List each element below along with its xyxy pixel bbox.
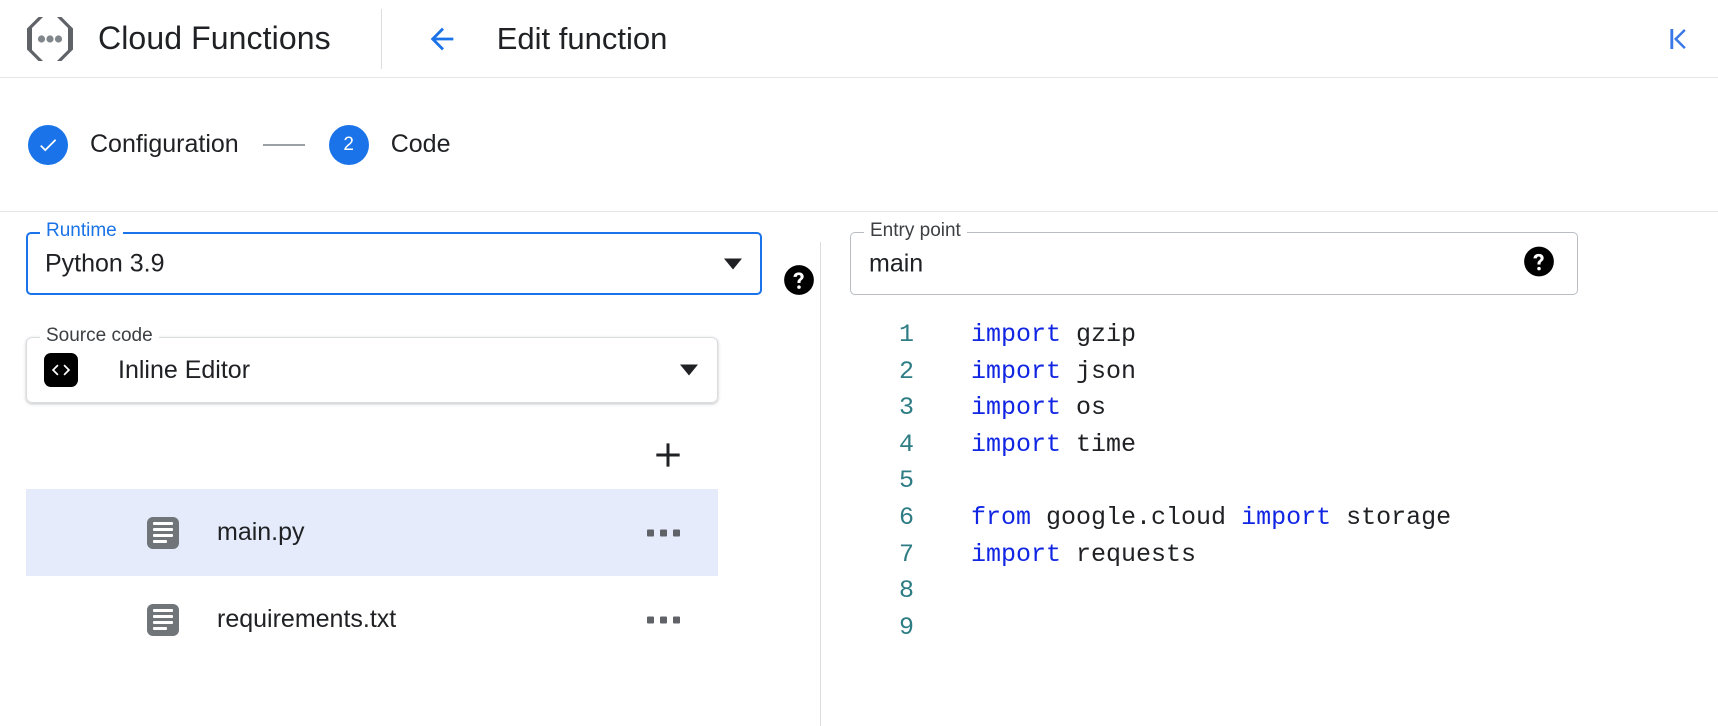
appbar-divider <box>380 8 382 69</box>
line-content: import json <box>914 354 1136 391</box>
code-keyword: import <box>971 356 1062 386</box>
page-title: Edit function <box>496 20 668 56</box>
code-text: json <box>1061 356 1137 386</box>
runtime-select[interactable]: Runtime Python 3.9 <box>26 221 762 295</box>
content-area: Runtime Python 3.9 Source code Inline Ed… <box>0 212 1718 726</box>
chevron-down-icon[interactable] <box>724 258 742 269</box>
code-text: gzip <box>1061 320 1137 349</box>
line-number: 8 <box>898 576 914 606</box>
cloud-functions-logo <box>27 16 73 61</box>
file-row-requirements-txt[interactable]: requirements.txt <box>26 576 718 663</box>
code-keyword: import <box>971 429 1062 459</box>
code-brackets-icon <box>44 353 78 387</box>
code-line: 8 <box>848 573 1718 610</box>
entry-point-value: main <box>869 249 924 277</box>
step-code-label: Code <box>390 130 451 158</box>
file-icon <box>147 603 179 636</box>
line-content: import requests <box>914 537 1196 574</box>
step-configuration-marker <box>28 124 68 165</box>
entry-point-label: Entry point <box>864 221 967 241</box>
more-options-icon[interactable] <box>647 616 680 623</box>
code-line: 9 <box>848 610 1718 647</box>
code-keyword: import <box>971 393 1062 423</box>
code-text: requests <box>1061 539 1197 569</box>
check-icon <box>40 138 57 151</box>
entry-point-help-button[interactable] <box>1522 244 1556 283</box>
page-header: Edit function <box>382 20 668 57</box>
entry-point-outline <box>850 232 1578 295</box>
line-content: import os <box>914 390 1106 427</box>
source-code-inner: Inline Editor <box>26 337 718 403</box>
collapse-panel-button[interactable] <box>1664 23 1696 55</box>
pane-divider <box>820 242 821 726</box>
help-icon <box>1524 246 1554 276</box>
line-content <box>914 463 971 500</box>
source-code-select[interactable]: Source code Inline Editor <box>26 326 718 403</box>
arrow-left-icon[interactable] <box>425 22 459 56</box>
runtime-help-button[interactable] <box>782 263 816 302</box>
runtime-label: Runtime <box>40 221 123 241</box>
file-name: requirements.txt <box>217 605 397 633</box>
help-icon <box>784 265 814 295</box>
file-row-main-py[interactable]: main.py <box>26 489 718 576</box>
line-number: 2 <box>898 356 914 386</box>
runtime-value: Python 3.9 <box>45 249 165 277</box>
code-text: os <box>1061 393 1107 423</box>
app-bar: Cloud Functions Edit function <box>0 0 1718 78</box>
code-keyword: import <box>971 320 1062 349</box>
line-number: 6 <box>898 502 914 532</box>
source-code-chevron-down-icon[interactable] <box>680 364 698 376</box>
line-number: 5 <box>898 466 914 496</box>
more-options-icon[interactable] <box>647 529 680 536</box>
code-text: storage <box>1331 502 1452 532</box>
code-brackets-glyph <box>51 364 71 376</box>
step-code-marker: 2 <box>328 124 369 165</box>
brand-title: Cloud Functions <box>98 20 331 56</box>
line-number: 4 <box>898 429 914 459</box>
left-pane: Runtime Python 3.9 Source code Inline Ed… <box>0 212 820 726</box>
collapse-panel-first-page-icon <box>1670 28 1686 49</box>
source-code-value: Inline Editor <box>118 355 251 384</box>
entry-point-input[interactable]: Entry point main <box>850 221 1578 295</box>
line-content <box>914 573 971 610</box>
line-content <box>914 610 971 647</box>
line-number: 7 <box>898 539 914 569</box>
code-keyword: import <box>1241 502 1332 532</box>
file-name: main.py <box>217 518 305 546</box>
line-content: import gzip <box>914 317 1136 354</box>
line-content: import time <box>914 427 1136 464</box>
file-icon <box>147 516 179 549</box>
code-keyword: from <box>971 502 1032 532</box>
step-connector <box>262 143 305 146</box>
step-code[interactable]: 2 Code <box>328 124 451 165</box>
add-file-button[interactable] <box>640 427 696 483</box>
file-list: main.py requirements.txt <box>26 489 718 663</box>
code-text: time <box>1061 429 1137 459</box>
code-text: google.cloud <box>1031 502 1242 532</box>
wizard-stepper: Configuration 2 Code <box>0 78 1718 212</box>
brand-area[interactable]: Cloud Functions <box>0 0 331 77</box>
source-code-label: Source code <box>40 326 159 346</box>
step-configuration-label: Configuration <box>90 130 239 158</box>
line-number: 1 <box>898 320 914 349</box>
line-number: 9 <box>898 612 914 642</box>
step-configuration[interactable]: Configuration <box>28 124 239 165</box>
line-number: 3 <box>898 393 914 423</box>
plus-icon <box>656 443 680 467</box>
line-content: from google.cloud import storage <box>914 500 1451 537</box>
code-keyword: import <box>971 539 1062 569</box>
code-line: 5 <box>848 463 1718 500</box>
